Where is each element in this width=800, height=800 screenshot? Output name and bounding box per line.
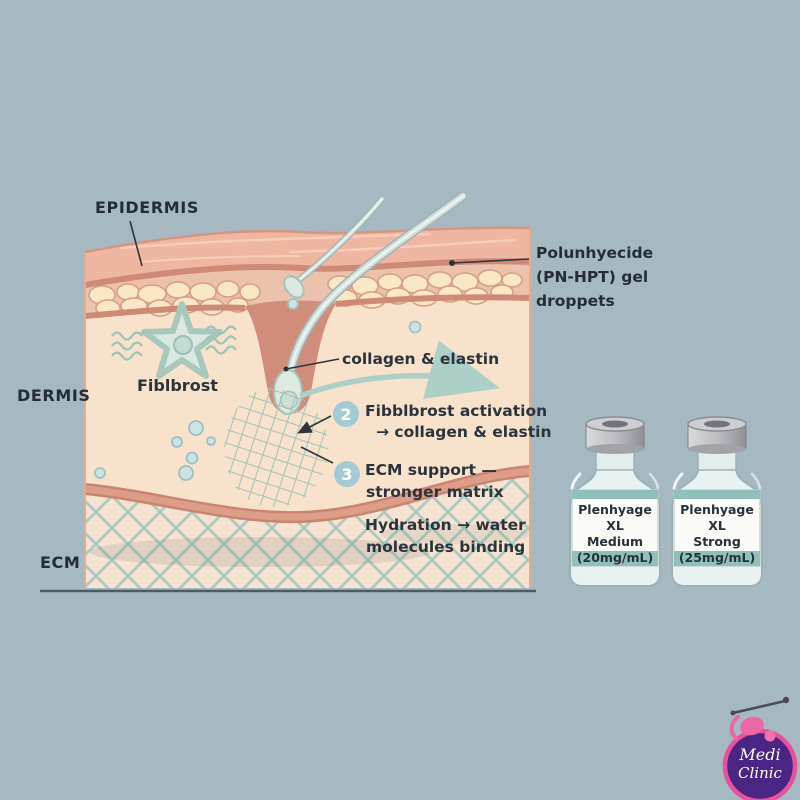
pointer-lines [129,220,530,464]
elastin-squiggles [111,325,237,361]
logo-word1: Medi [739,745,781,764]
activation-arrow [299,340,500,399]
gel-droplet-tip [283,275,305,299]
ecm-label: ECM [40,553,81,572]
gel-label-line2: (PN-HPT) gel [536,268,649,286]
epidermis-band [85,227,530,285]
step2-text-line2: → collagen & elastin [376,423,552,441]
gel-droplets-label: Polunhyecide (PN-HPT) gel droppets [536,241,653,313]
skin-block [84,226,531,588]
step3-text-line2: stronger matrix [366,483,504,501]
stethoscope-icon [729,696,790,742]
collagen-mesh-patch [224,387,329,508]
vial-strong-label: Plenhyage XL Strong (25mg/mL) [674,502,760,566]
mediclinic-logo-badge [722,696,798,800]
vial-medium-brand: Plenhyage XL [578,502,652,533]
ecm-layer [84,465,531,588]
vial-strong-concentration: (25mg/mL) [678,550,756,565]
fibroblast-label: Fiblbrost [137,376,218,395]
step2-number-badge: 2 [333,401,359,427]
hydration-text-line1: Hydration → water [365,516,526,534]
hair-strands [284,191,468,385]
step2-text-line1: Fibblbrost activation [365,402,548,420]
fibroblast-cell [141,301,223,379]
hydration-text-line2: molecules binding [366,538,526,556]
gel-label-line3: droppets [536,292,615,310]
vial-medium-concentration: (20mg/mL) [576,550,654,565]
vial-strong-strength: Strong [693,534,741,549]
step3-text-line1: ECM support — [365,461,497,479]
vial-medium-label: Plenhyage XL Medium (20mg/mL) [572,502,658,566]
logo-word2: Clinic [738,764,782,782]
vial-strong-brand: Plenhyage XL [680,502,754,533]
step3-number-badge: 3 [334,461,360,487]
gel-droplets [94,298,422,479]
dermis-label: DERMIS [17,386,91,405]
collagen-elastin-label: collagen & elastin [342,350,500,368]
gel-label-line1: Polunhyecide [536,244,654,262]
water-bubbles [171,420,216,481]
epidermis-label: EPIDERMIS [95,198,199,217]
vial-medium-strength: Medium [586,534,644,549]
mediclinic-logo-text: Medi Clinic [722,745,798,783]
